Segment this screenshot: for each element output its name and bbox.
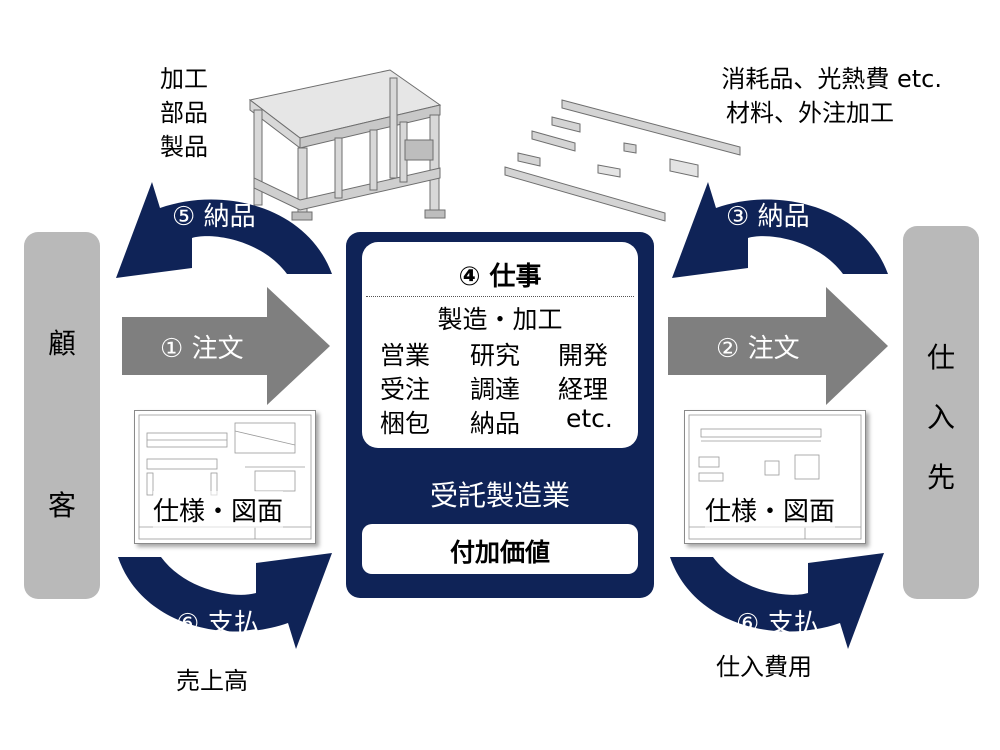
drawing-right-label: 仕様・図面 (705, 491, 836, 528)
work-title: ④ 仕事 (458, 262, 542, 292)
material-label-1: 消耗品、光熱費 etc. (721, 65, 942, 93)
work-grid-r3c2: 納品 (470, 409, 521, 438)
material-labels: 消耗品、光熱費 etc. 材料、外注加工 (660, 62, 960, 130)
customer-box: 顧 客 (24, 232, 100, 599)
industry-label: 受託製造業 (429, 479, 570, 512)
delivery-5-label: ⑤ 納品 (172, 202, 256, 232)
work-divider (366, 296, 634, 297)
supplier-label-char1: 仕 (926, 341, 955, 374)
work-line-1: 製造・加工 (437, 305, 563, 334)
product-labels: 加工 部品 製品 (160, 62, 208, 164)
work-grid-r1c1: 営業 (380, 341, 431, 370)
work-grid-r2c3: 経理 (558, 375, 609, 404)
payment-6-right-label: ⑥ 支払 (736, 609, 820, 639)
drawing-left-label: 仕様・図面 (153, 491, 284, 528)
order-arrow-2 (668, 287, 888, 405)
order-1-label: ① 注文 (160, 334, 244, 364)
drawing-sheet-left: 仕様・図面 (134, 410, 316, 544)
work-grid-r1c2: 研究 (470, 341, 521, 370)
work-grid-r1c3: 開発 (558, 341, 609, 370)
work-box: ④ 仕事 製造・加工 営業 研究 開発 受注 調達 経理 梱包 納品 etc. (362, 242, 638, 448)
order-2-label: ② 注文 (716, 334, 800, 364)
delivery-5-arrow (116, 182, 332, 278)
parts-illustration (504, 99, 741, 222)
supplier-label-char3: 先 (926, 461, 955, 494)
customer-label-char1: 顧 (47, 327, 76, 360)
value-added-box: 付加価値 (362, 524, 638, 574)
product-label-3: 製品 (160, 133, 208, 161)
customer-label-char2: 客 (47, 489, 76, 522)
order-arrow-1 (122, 287, 330, 405)
product-label-2: 部品 (160, 99, 208, 127)
contract-manufacturer-box: ④ 仕事 製造・加工 営業 研究 開発 受注 調達 経理 梱包 納品 etc. … (346, 232, 654, 598)
work-grid-r3c3: etc. (566, 404, 613, 433)
drawing-sheet-right: 仕様・図面 (684, 410, 866, 544)
work-grid-r2c1: 受注 (380, 375, 431, 404)
value-added-label: 付加価値 (449, 538, 550, 567)
work-grid-r2c2: 調達 (470, 375, 521, 404)
payment-6-left-arrow (118, 553, 332, 649)
payment-6-left-label: ⑥ 支払 (176, 609, 260, 639)
payment-6-right-arrow (670, 553, 884, 649)
supplier-box: 仕 入 先 (903, 226, 979, 599)
delivery-3-label: ③ 納品 (726, 202, 810, 232)
sales-label: 売上高 (176, 667, 248, 695)
frame-product-illustration (248, 69, 446, 221)
delivery-3-arrow (672, 182, 888, 278)
purchase-cost-label: 仕入費用 (716, 653, 812, 681)
supplier-label-char2: 入 (926, 401, 955, 434)
work-grid-r3c1: 梱包 (380, 409, 431, 438)
product-label-1: 加工 (160, 65, 208, 93)
material-label-2: 材料、外注加工 (726, 99, 894, 127)
